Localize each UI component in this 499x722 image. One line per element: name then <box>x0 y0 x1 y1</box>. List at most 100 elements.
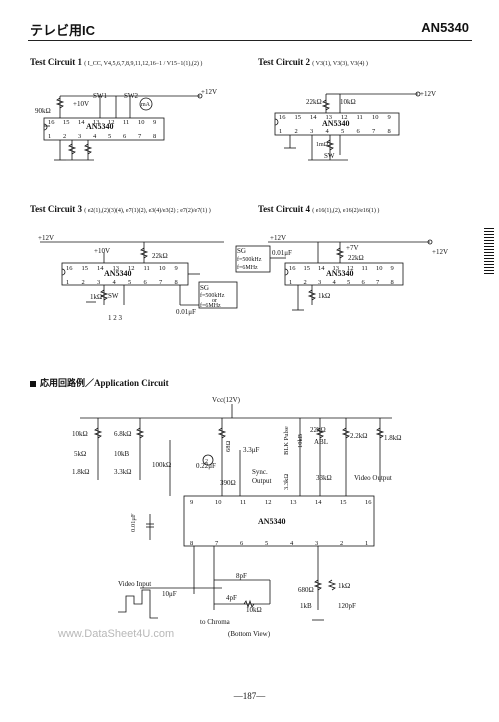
ic-pin-number: 2 <box>304 279 307 286</box>
ic-pin-number: 12 <box>347 265 354 272</box>
app-r5k-label: 5kΩ <box>74 450 86 458</box>
ic-pin-number: 3 <box>97 279 100 286</box>
app-r390-label: 390Ω <box>220 479 236 487</box>
app-marker-label: 2 <box>205 459 208 465</box>
app-r1-8k2-label: 1.8kΩ <box>384 434 401 442</box>
tc4-supply-right-label: +12V <box>432 248 448 256</box>
ic-pin-number: 12 <box>128 265 135 272</box>
ic-pin-number: 15 <box>304 265 311 272</box>
ic-pin-number: 3 <box>318 279 321 286</box>
ic-pin-number: 11 <box>357 114 363 121</box>
tc4-r22k-label: 22kΩ <box>348 254 364 262</box>
ic-pin-number: 15 <box>63 119 70 126</box>
ic-pin-number: 12 <box>341 114 348 121</box>
test-circuit-4-schematic <box>235 239 433 311</box>
ic-pin-number: 1 <box>279 128 282 135</box>
ic-pin-number: 8 <box>388 128 391 135</box>
ic-pin-number: 8 <box>153 133 156 140</box>
bullet-square-icon <box>30 380 36 387</box>
ic-pin-number: 10 <box>376 265 383 272</box>
ic-pin-number: 14 <box>78 119 85 126</box>
ic-pin-number: 12 <box>108 119 115 126</box>
ic-pin-number: 7 <box>138 133 142 140</box>
tc3-sw-label: SW <box>108 292 119 300</box>
ic-pin-number: 11 <box>123 119 129 126</box>
app-c4p-label: 4pF <box>226 594 237 602</box>
ic-pin-number: 5 <box>108 133 111 140</box>
app-r1k-label: 1kΩ <box>338 582 350 590</box>
app-r1kb-label: 1kB <box>300 602 312 610</box>
application-circuit-title: 応用回路例／Application Circuit <box>30 376 169 389</box>
tc4-sg-f2: f=6MHz <box>237 264 258 271</box>
tc1-sw2-label: SW2 <box>124 92 139 100</box>
ic-pin-number: 6 <box>240 540 244 547</box>
test-circuit-3-title: Test Circuit 3 ( e2(1),(2)(3)(4), e7(1)(… <box>30 204 211 214</box>
ic-pin-number: 9 <box>175 265 178 272</box>
ic-pin-number: 10 <box>372 114 379 121</box>
ic-pin-number: 5 <box>347 279 350 286</box>
ic-pin-number: 2 <box>82 279 85 286</box>
ic-pin-number: 10 <box>159 265 166 272</box>
ic-pin-number: 5 <box>265 540 268 547</box>
ic-pin-number: 4 <box>333 279 337 286</box>
ic-pin-number: 7 <box>215 540 219 547</box>
ic-pin-number: 8 <box>391 279 394 286</box>
tc1-sw1-label: SW1 <box>93 92 108 100</box>
tc3-supply-label: +12V <box>38 234 54 242</box>
tc3-sg-label: SG <box>200 284 209 292</box>
ic-pin-number: 3 <box>310 128 313 135</box>
tc4-cap-label: 0.01μF <box>272 249 292 257</box>
header-title: テレビ用IC <box>30 23 96 38</box>
tc4-supply-label: +12V <box>270 234 286 242</box>
ic-pin-number: 9 <box>388 114 391 121</box>
ic-pin-number: 5 <box>128 279 131 286</box>
tc3-sg-f1: f=500kHz <box>200 292 225 299</box>
tc1-ammeter-label: mA <box>141 102 151 108</box>
ic-pin-number: 13 <box>113 265 120 272</box>
app-r10kb-label: 10kB <box>114 450 130 458</box>
app-r10k-label: 10kΩ <box>72 430 88 438</box>
tc4-r1k-label: 1kΩ <box>318 292 330 300</box>
app-r33k-label: 33kΩ <box>316 474 332 482</box>
ic-pin-number: 16 <box>365 499 372 506</box>
app-c10-label: 10μF <box>162 590 177 598</box>
ic-pin-number: 7 <box>372 128 376 135</box>
ic-pin-number: 16 <box>279 114 286 121</box>
tc3-r22k-label: 22kΩ <box>152 252 168 260</box>
app-r6-8k-label: 6.8kΩ <box>114 430 131 438</box>
tc2-supply-label: +12V <box>420 90 436 98</box>
app-c3-3-label: 3.3μF <box>243 446 260 454</box>
ic-pin-number: 6 <box>357 128 361 135</box>
app-r100k-label: 100kΩ <box>152 461 171 469</box>
test-circuit-4-title: Test Circuit 4 ( e16(1),(2), e16(2)/e16(… <box>258 204 380 214</box>
application-circuit-schematic <box>80 404 392 621</box>
ic-pin-number: 7 <box>376 279 380 286</box>
ic-pin-number: 2 <box>295 128 298 135</box>
app-c68-label: 68Ω <box>225 441 232 453</box>
app-c8p-label: 8pF <box>236 572 247 580</box>
ic-pin-number: 1 <box>48 133 51 140</box>
ic-pin-number: 16 <box>66 265 73 272</box>
app-bottom-view-label: (Bottom View) <box>228 630 271 638</box>
tc4-supply7-label: +7V <box>346 244 359 252</box>
tc1-ic-body <box>43 117 165 141</box>
tc2-r22k-label: 22kΩ <box>306 98 322 106</box>
page-number: —187— <box>233 691 266 701</box>
tc4-sg-label: SG <box>237 247 246 255</box>
app-video-output-label: Video Output <box>354 474 392 482</box>
app-abl-label: ABL <box>314 438 328 446</box>
app-sync-label: Sync. <box>252 468 268 476</box>
ic-pin-number: 10 <box>215 499 222 506</box>
ic-pin-number: 6 <box>362 279 366 286</box>
app-video-input-label: Video Input <box>118 580 151 588</box>
watermark: www.DataSheet4U.com <box>58 628 175 640</box>
ic-pin-number: 14 <box>318 265 325 272</box>
ic-pin-number: 9 <box>391 265 394 272</box>
tc3-cap-label: 0.01μF <box>176 308 196 316</box>
tc3-r1k-label: 1kΩ <box>90 293 102 301</box>
app-blk-label: BLK Pulse <box>283 426 290 455</box>
ic-pin-number: 8 <box>175 279 178 286</box>
tc3-signal-generator <box>198 281 238 309</box>
tc3-sg-or: or <box>212 298 217 304</box>
